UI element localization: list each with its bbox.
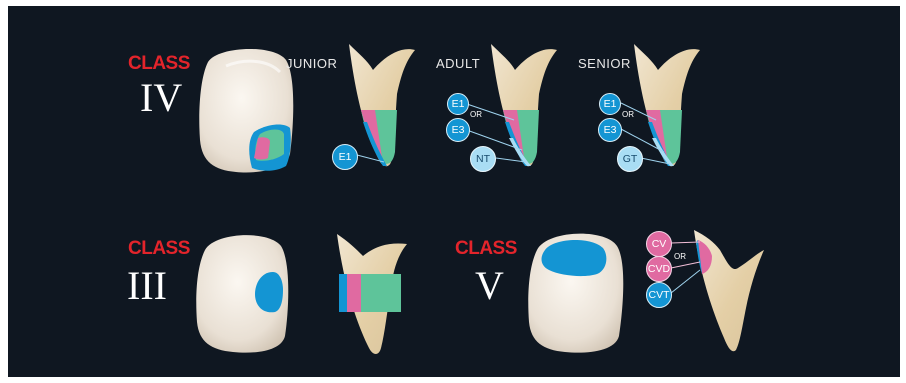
- adult-nt-badge: NT: [470, 146, 496, 172]
- class-iv-numeral: IV: [140, 78, 182, 118]
- senior-or-text: OR: [622, 110, 634, 119]
- class-iii-numeral: III: [127, 266, 167, 306]
- adult-e3-badge: E3: [446, 118, 470, 142]
- class-iv-label: CLASS: [128, 53, 190, 75]
- cv-badge: CV: [646, 231, 672, 257]
- class-iii-tooth-front: [193, 228, 293, 354]
- class-v-or-text: OR: [674, 252, 686, 261]
- class-v-tooth-front: [525, 226, 627, 354]
- cvd-badge: CVD: [646, 256, 672, 282]
- adult-e1-badge: E1: [447, 93, 469, 115]
- adult-or-text: OR: [470, 110, 482, 119]
- adult-tooth-section: [487, 42, 559, 170]
- level-junior-label: JUNIOR: [286, 56, 337, 71]
- class-v-numeral: V: [475, 266, 504, 306]
- class-v-restoration-area: [542, 240, 607, 276]
- senior-e3-badge: E3: [598, 118, 622, 142]
- senior-e1-badge: E1: [599, 93, 621, 115]
- level-adult-label: ADULT: [436, 56, 480, 71]
- senior-gt-badge: GT: [617, 146, 643, 172]
- junior-e1-badge: E1: [332, 144, 358, 170]
- level-senior-label: SENIOR: [578, 56, 631, 71]
- class-iii-tooth-section: [331, 232, 411, 358]
- class-v-label: CLASS: [455, 238, 517, 260]
- class-iii-label: CLASS: [128, 238, 190, 260]
- class-iv-tooth-front: [196, 42, 298, 174]
- class-v-tooth-section: [690, 228, 766, 354]
- cvt-badge: CVT: [646, 282, 672, 308]
